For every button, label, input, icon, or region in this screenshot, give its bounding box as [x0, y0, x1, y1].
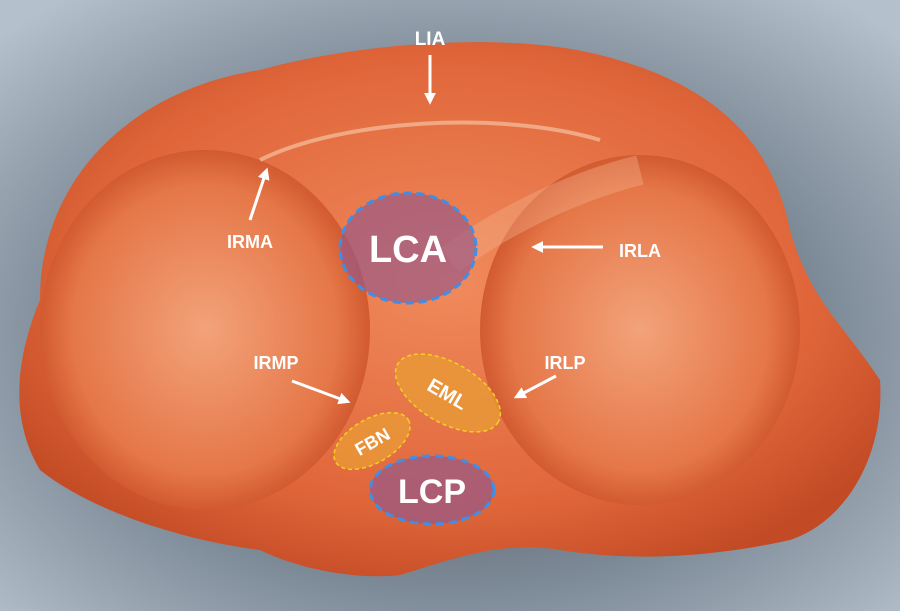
- ligament-line: [259, 120, 601, 162]
- lia-label: LIA: [415, 29, 446, 50]
- lcp-region: LCP: [368, 454, 496, 526]
- irla-label: IRLA: [619, 241, 661, 261]
- fbn-region: FBN: [333, 411, 411, 471]
- irlp-arrow: [513, 374, 557, 399]
- eml-region: EML: [394, 353, 502, 433]
- lca-label: LCA: [369, 229, 447, 271]
- lcp-label: LCP: [398, 473, 466, 511]
- medial-condyle: [40, 150, 370, 510]
- irmp-label: IRMP: [254, 353, 299, 373]
- irma-label: IRMA: [227, 232, 273, 252]
- irma-arrow: [248, 167, 270, 221]
- lateral-condyle: [480, 155, 800, 505]
- irmp-arrow: [291, 379, 351, 405]
- irlp-label: IRLP: [544, 353, 585, 373]
- lca-region: LCA: [338, 191, 478, 305]
